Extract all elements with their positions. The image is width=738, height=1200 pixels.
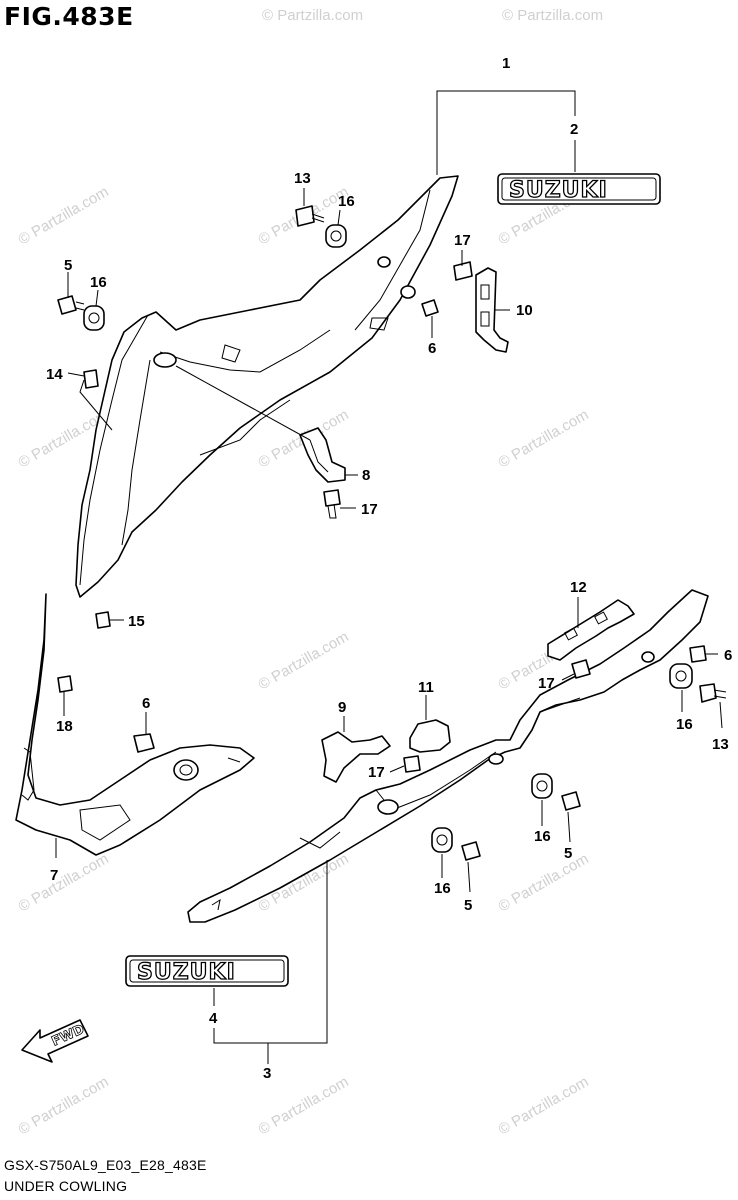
callout-10: 10 [516,302,533,319]
callout-6: 6 [142,695,150,712]
bracket-part-8 [299,427,346,483]
callout-4: 4 [209,1010,218,1027]
callout-16: 16 [90,274,107,291]
watermark: © Partzilla.com [16,1073,112,1138]
callout-13: 13 [294,170,311,187]
figure-code: GSX-S750AL9_E03_E28_483E [4,1157,207,1173]
callout-16: 16 [338,193,355,210]
watermark: © Partzilla.com [16,183,112,248]
emblem-text: SUZUKI [509,178,608,203]
watermark: © Partzilla.com [262,7,363,24]
watermark: © Partzilla.com [496,850,592,915]
callout-18: 18 [56,718,73,735]
emblem-part-4: SUZUKI [125,955,289,987]
fwd-arrow-icon: FWD [21,1019,89,1063]
callout-11: 11 [418,679,434,696]
figure-name: UNDER COWLING [4,1178,128,1194]
watermark: © Partzilla.com [502,7,603,24]
callouts: 1 2 13 16 17 5 16 10 6 14 8 17 15 12 6 1… [46,55,732,1082]
callout-6: 6 [724,647,732,664]
bracket-part-12 [547,599,635,661]
watermark: © Partzilla.com [16,850,112,915]
watermark: © Partzilla.com [256,628,352,693]
callout-17: 17 [538,675,555,692]
callout-17: 17 [454,232,471,249]
lower-side-cover-part-7 [15,593,255,856]
callout-16: 16 [676,716,693,733]
callout-3: 3 [263,1065,271,1082]
bracket-part-9 [321,731,391,783]
upper-cowling-part-1 [75,175,459,598]
watermark: © Partzilla.com [496,1073,592,1138]
callout-14: 14 [46,366,63,383]
callout-17: 17 [368,764,385,781]
fasteners-upper [57,205,473,629]
callout-16: 16 [434,880,451,897]
leader-lines [55,90,723,1064]
fig-title: FIG.483E [4,2,134,31]
callout-17: 17 [361,501,378,518]
watermark: © Partzilla.com [496,406,592,471]
bracket-part-11 [409,719,451,753]
callout-9: 9 [338,699,346,716]
callout-13: 13 [712,736,729,753]
callout-16: 16 [534,828,551,845]
lower-cowling-part-3 [187,589,709,923]
callout-2: 2 [570,121,578,138]
callout-15: 15 [128,613,145,630]
callout-5: 5 [64,257,72,274]
bracket-part-10 [475,267,509,353]
emblem-text: SUZUKI [137,960,236,985]
callout-6: 6 [428,340,436,357]
callout-7: 7 [50,867,58,884]
watermark: © Partzilla.com [256,1073,352,1138]
callout-5: 5 [564,845,572,862]
callout-12: 12 [570,579,587,596]
fasteners-lower [403,645,727,861]
emblem-part-2: SUZUKI [497,173,661,205]
callout-8: 8 [362,467,370,484]
callout-5: 5 [464,897,472,914]
callout-1: 1 [502,55,510,72]
